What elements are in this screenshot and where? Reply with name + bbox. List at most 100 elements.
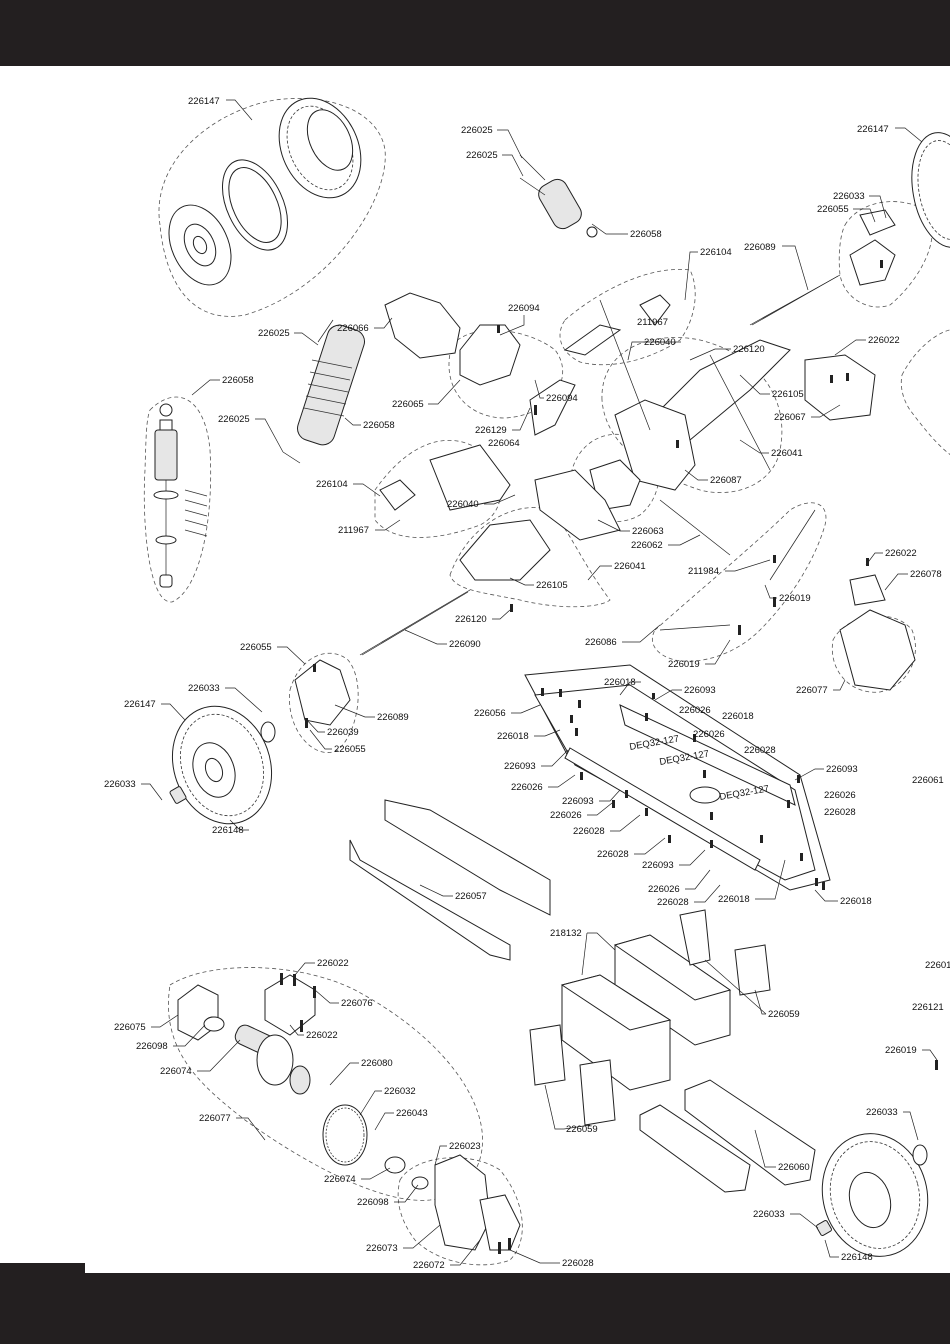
part-number-label: 226129 [475,425,507,436]
part-number-label: 226040 [644,337,676,348]
part-number-label: 226017 [925,960,950,971]
part-number-label: 226028 [824,807,856,818]
gearbox-exploded [177,974,521,1251]
part-number-label: 226028 [657,897,689,908]
part-number-label: 226120 [733,344,765,355]
part-number-label: 226061 [912,775,944,786]
part-number-label: 226086 [585,637,617,648]
part-number-label: 226026 [693,729,725,740]
part-number-label: 226018 [604,677,636,688]
part-number-label: 226075 [114,1022,146,1033]
part-number-label: 226025 [466,150,498,161]
part-number-label: 226059 [768,1009,800,1020]
rear-left-wheel-tire [168,97,362,286]
part-number-label: 226041 [771,448,803,459]
part-number-label: 226059 [566,1124,598,1135]
part-number-label: 226063 [632,526,664,537]
part-number-label: 226023 [449,1141,481,1152]
part-number-label: 226018 [497,731,529,742]
part-number-label: 226105 [536,580,568,591]
part-number-label: 211967 [338,525,369,536]
part-number-label: 226064 [488,438,520,449]
part-number-label: 226026 [824,790,856,801]
part-number-label: 226073 [366,1243,398,1254]
front-left-wheel [169,705,276,825]
part-number-label: 226033 [753,1209,785,1220]
part-number-label: 226018 [840,896,872,907]
part-number-label: 226072 [413,1260,445,1271]
part-number-label: 226093 [826,764,858,775]
part-number-label: 226028 [573,826,605,837]
part-number-label: 226098 [136,1041,168,1052]
part-number-label: 226033 [104,779,136,790]
part-number-label: 226066 [337,323,369,334]
part-number-label: 226058 [222,375,254,386]
part-number-label: 226022 [885,548,917,559]
part-number-label: 211984 [688,566,719,577]
part-number-label: 226077 [796,685,828,696]
part-number-label: 226093 [684,685,716,696]
footer-bar [0,1273,950,1344]
part-number-label: 226026 [511,782,543,793]
part-number-label: 226076 [341,998,373,1009]
part-number-label: 226026 [550,810,582,821]
side-guard [349,799,551,961]
part-number-label: 226026 [648,884,680,895]
right-rear-wheel [816,1133,929,1257]
hardware-screws [280,260,938,1254]
part-number-label: 226025 [258,328,290,339]
driveshafts-and-links [359,274,841,656]
part-number-label: 226018 [718,894,750,905]
part-number-label: 226025 [218,414,250,425]
part-number-label: 226074 [324,1174,356,1185]
right-front-wheel [911,132,950,248]
part-number-label: 226022 [306,1030,338,1041]
part-number-label: 226065 [392,399,424,410]
part-number-label: 226022 [868,335,900,346]
part-number-label: 226104 [316,479,348,490]
part-number-label: 226057 [455,891,487,902]
part-number-label: 226019 [668,659,700,670]
battery-and-holders [529,909,816,1193]
part-number-label: 226025 [461,125,493,136]
part-number-label: 226028 [744,745,776,756]
part-number-label: 226032 [384,1086,416,1097]
part-number-label: 226094 [546,393,578,404]
part-number-label: 226147 [124,699,156,710]
part-number-labels: 226147 226025 226025 226058 226147 226033 2260… [104,96,950,1271]
part-number-label: 226093 [642,860,674,871]
part-number-label: 226094 [508,303,540,314]
part-number-label: 226067 [774,412,806,423]
part-number-label: 226019 [779,593,811,604]
part-number-label: 226147 [188,96,220,107]
part-number-label: 226058 [630,229,662,240]
part-number-label: 226121 [912,1002,944,1013]
part-number-label: 226058 [363,420,395,431]
part-number-label: 226018 [722,711,754,722]
part-number-label: 226080 [361,1058,393,1069]
part-number-label: 226148 [841,1252,873,1263]
part-number-label: 226028 [562,1258,594,1269]
part-number-label: 226120 [455,614,487,625]
header-bar [0,0,950,66]
part-number-label: 226074 [160,1066,192,1077]
part-number-label: 226104 [700,247,732,258]
part-number-label: 218132 [550,928,582,939]
part-number-label: 226062 [631,540,663,551]
part-number-label: 226055 [240,642,272,653]
part-number-label: 211967 [637,317,668,328]
part-number-label: 226022 [317,958,349,969]
upper-parts [294,209,916,726]
part-number-label: 226041 [614,561,646,572]
part-number-label: 226093 [562,796,594,807]
part-number-label: 226056 [474,708,506,719]
part-number-label: 226055 [334,744,366,755]
part-number-label: 226098 [357,1197,389,1208]
part-number-label: 226093 [504,761,536,772]
part-number-label: 226026 [679,705,711,716]
part-number-label: 226060 [778,1162,810,1173]
shock-top [519,154,598,238]
part-number-label: 226089 [377,712,409,723]
part-number-label: 226019 [885,1045,917,1056]
